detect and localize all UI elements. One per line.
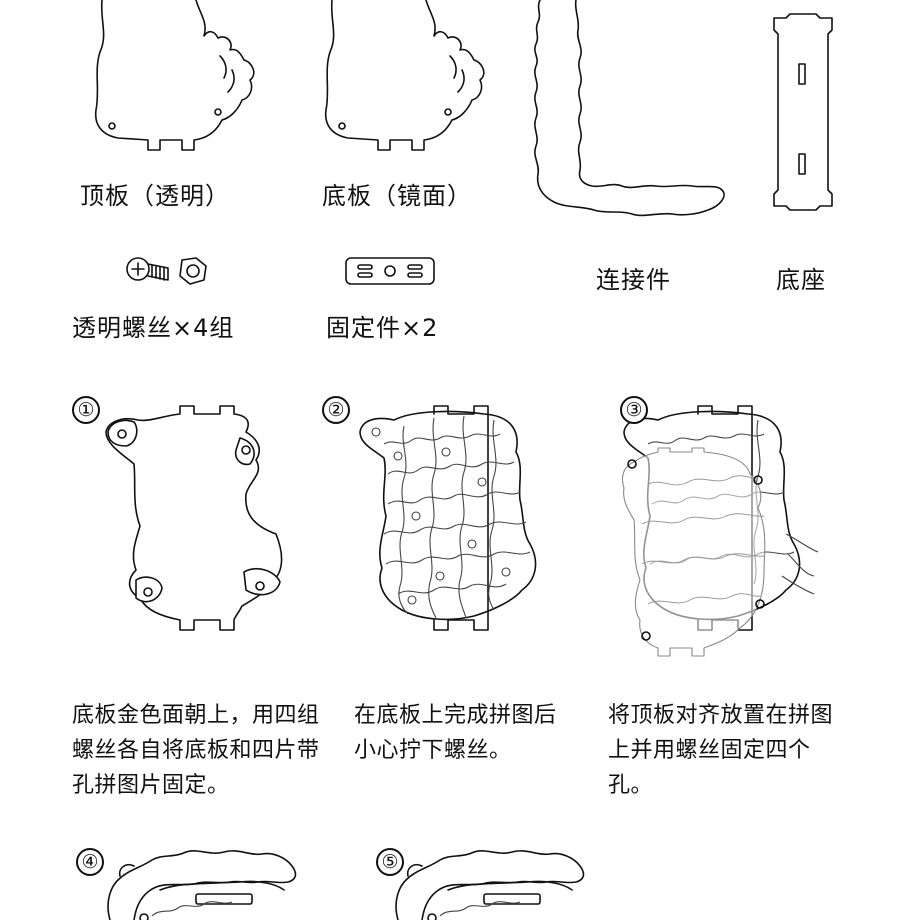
top-board-illustration bbox=[94, 0, 255, 151]
connector-label: 连接件 bbox=[596, 266, 671, 294]
step-1-number: ① bbox=[72, 396, 100, 424]
step-1-text: 底板金色面朝上，用四组螺丝各自将底板和四片带孔拼图片固定。 bbox=[72, 703, 320, 798]
step-2-text: 在底板上完成拼图后小心拧下螺丝。 bbox=[354, 703, 557, 763]
screws-label: 透明螺丝×4组 bbox=[72, 314, 235, 342]
bottom-board-label: 底板（镜面） bbox=[322, 182, 472, 210]
step-1-illustration bbox=[105, 405, 283, 631]
step-3-number: ③ bbox=[620, 396, 648, 424]
step-5-illustration bbox=[395, 850, 585, 920]
bottom-board-illustration bbox=[324, 0, 485, 151]
step-3-illustration bbox=[621, 405, 819, 657]
step-3-text: 将顶板对齐放置在拼图上并用螺丝固定四个孔。 bbox=[608, 703, 834, 798]
base-label: 底座 bbox=[776, 266, 826, 294]
step-5-number: ⑤ bbox=[376, 848, 404, 876]
base-illustration bbox=[773, 13, 833, 211]
step-2-illustration bbox=[359, 405, 537, 631]
step-4-illustration bbox=[107, 850, 297, 920]
step-4-number: ④ bbox=[76, 848, 104, 876]
step-2-number: ② bbox=[322, 396, 350, 424]
top-board-label: 顶板（透明） bbox=[80, 182, 230, 210]
fixing-piece-icon bbox=[345, 257, 435, 285]
connector-illustration bbox=[534, 0, 725, 217]
fixing-piece-label: 固定件×2 bbox=[326, 314, 439, 342]
screw-and-nut-icon bbox=[126, 257, 207, 285]
